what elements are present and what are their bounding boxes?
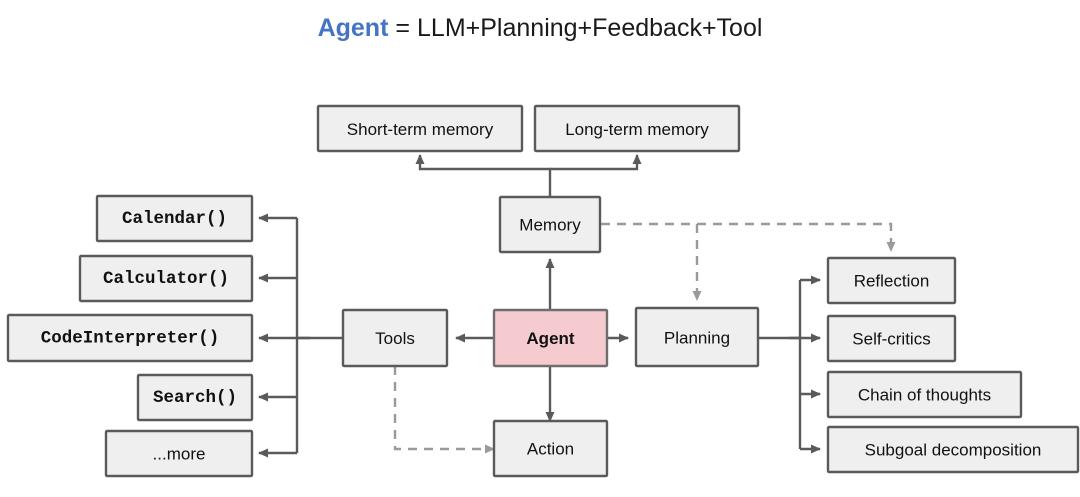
node-short-term-memory[interactable]: Short-term memory [316, 104, 524, 153]
edge-planning-to-planning-list [758, 275, 821, 454]
node-subgoal-decomposition-label: Subgoal decomposition [865, 441, 1042, 460]
node-short-term-memory-label: Short-term memory [347, 120, 494, 139]
node-planning-label: Planning [664, 329, 730, 348]
node-memory[interactable]: Memory [498, 195, 602, 254]
node-calendar-label: Calendar() [122, 209, 227, 229]
node-code-interpreter-label: CodeInterpreter() [41, 329, 220, 349]
node-tools-label: Tools [375, 329, 415, 348]
node-search-label: Search() [153, 388, 237, 408]
page-title: Agent=LLM+Planning+Feedback+Tool [0, 0, 1080, 56]
node-planning[interactable]: Planning [634, 306, 760, 368]
edge-tools-to-tool-list [258, 213, 343, 458]
node-memory-label: Memory [519, 216, 581, 235]
node-search[interactable]: Search() [136, 373, 254, 422]
node-tools[interactable]: Tools [341, 308, 449, 368]
node-chain-of-thoughts-label: Chain of thoughts [858, 386, 991, 405]
node-self-critics-label: Self-critics [852, 330, 930, 349]
node-calculator-label: Calculator() [103, 269, 229, 289]
node-calculator[interactable]: Calculator() [78, 254, 254, 303]
node-code-interpreter[interactable]: CodeInterpreter() [6, 313, 254, 363]
node-more-tools-label: ...more [153, 445, 206, 464]
node-long-term-memory[interactable]: Long-term memory [533, 104, 741, 153]
edge-memory-to-stores [415, 154, 642, 197]
node-more-tools[interactable]: ...more [104, 429, 254, 478]
node-action-label: Action [527, 440, 574, 459]
node-chain-of-thoughts[interactable]: Chain of thoughts [826, 370, 1023, 419]
node-reflection[interactable]: Reflection [826, 256, 957, 305]
node-agent[interactable]: Agent [492, 308, 609, 368]
title-agent-word: Agent [317, 13, 389, 42]
node-action[interactable]: Action [492, 419, 609, 478]
node-calendar[interactable]: Calendar() [95, 194, 254, 243]
node-subgoal-decomposition[interactable]: Subgoal decomposition [826, 425, 1080, 474]
node-reflection-label: Reflection [854, 272, 930, 291]
node-agent-label: Agent [526, 329, 575, 348]
node-long-term-memory-label: Long-term memory [565, 120, 709, 139]
title-formula: LLM+Planning+Feedback+Tool [417, 13, 763, 42]
title-equals-sign: = [395, 13, 411, 42]
edge-tools-to-action [393, 366, 495, 454]
node-self-critics[interactable]: Self-critics [826, 314, 957, 363]
edge-memory-dashed-branches [601, 222, 896, 301]
